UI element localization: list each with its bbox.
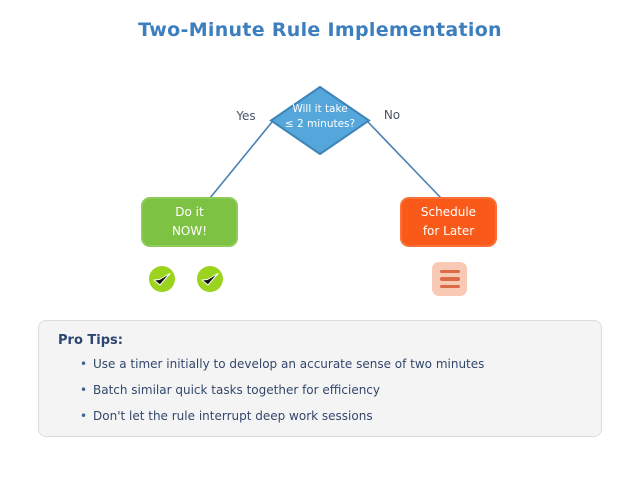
page-title: Two-Minute Rule Implementation: [138, 19, 502, 41]
connector-yes: [209, 121, 273, 199]
do-it-now-node: Do it NOW!: [141, 197, 238, 247]
schedule-for-later-node: Schedule for Later: [400, 197, 497, 247]
pro-tip-item: Don't let the rule interrupt deep work s…: [80, 409, 589, 424]
pro-tips-list: Use a timer initially to develop an accu…: [39, 357, 601, 424]
list-icon-bar: [439, 269, 460, 274]
pro-tips-panel: Pro Tips: Use a timer initially to devel…: [38, 320, 602, 437]
connector-no: [367, 121, 442, 199]
pro-tip-item: Batch similar quick tasks together for e…: [80, 383, 589, 398]
decision-diamond: [269, 85, 371, 156]
list-icon: [432, 262, 467, 296]
pro-tip-item: Use a timer initially to develop an accu…: [80, 357, 589, 372]
decision-node-label: Will it take ≤ 2 minutes?: [284, 103, 356, 130]
list-icon-bar: [439, 277, 460, 281]
checkmark-icon: [148, 265, 176, 293]
pro-tips-heading: Pro Tips:: [58, 333, 123, 348]
no-edge-label: No: [383, 108, 401, 122]
list-icon-bar: [439, 284, 460, 289]
yes-edge-label: Yes: [236, 109, 256, 123]
checkmark-icon: [196, 265, 224, 293]
